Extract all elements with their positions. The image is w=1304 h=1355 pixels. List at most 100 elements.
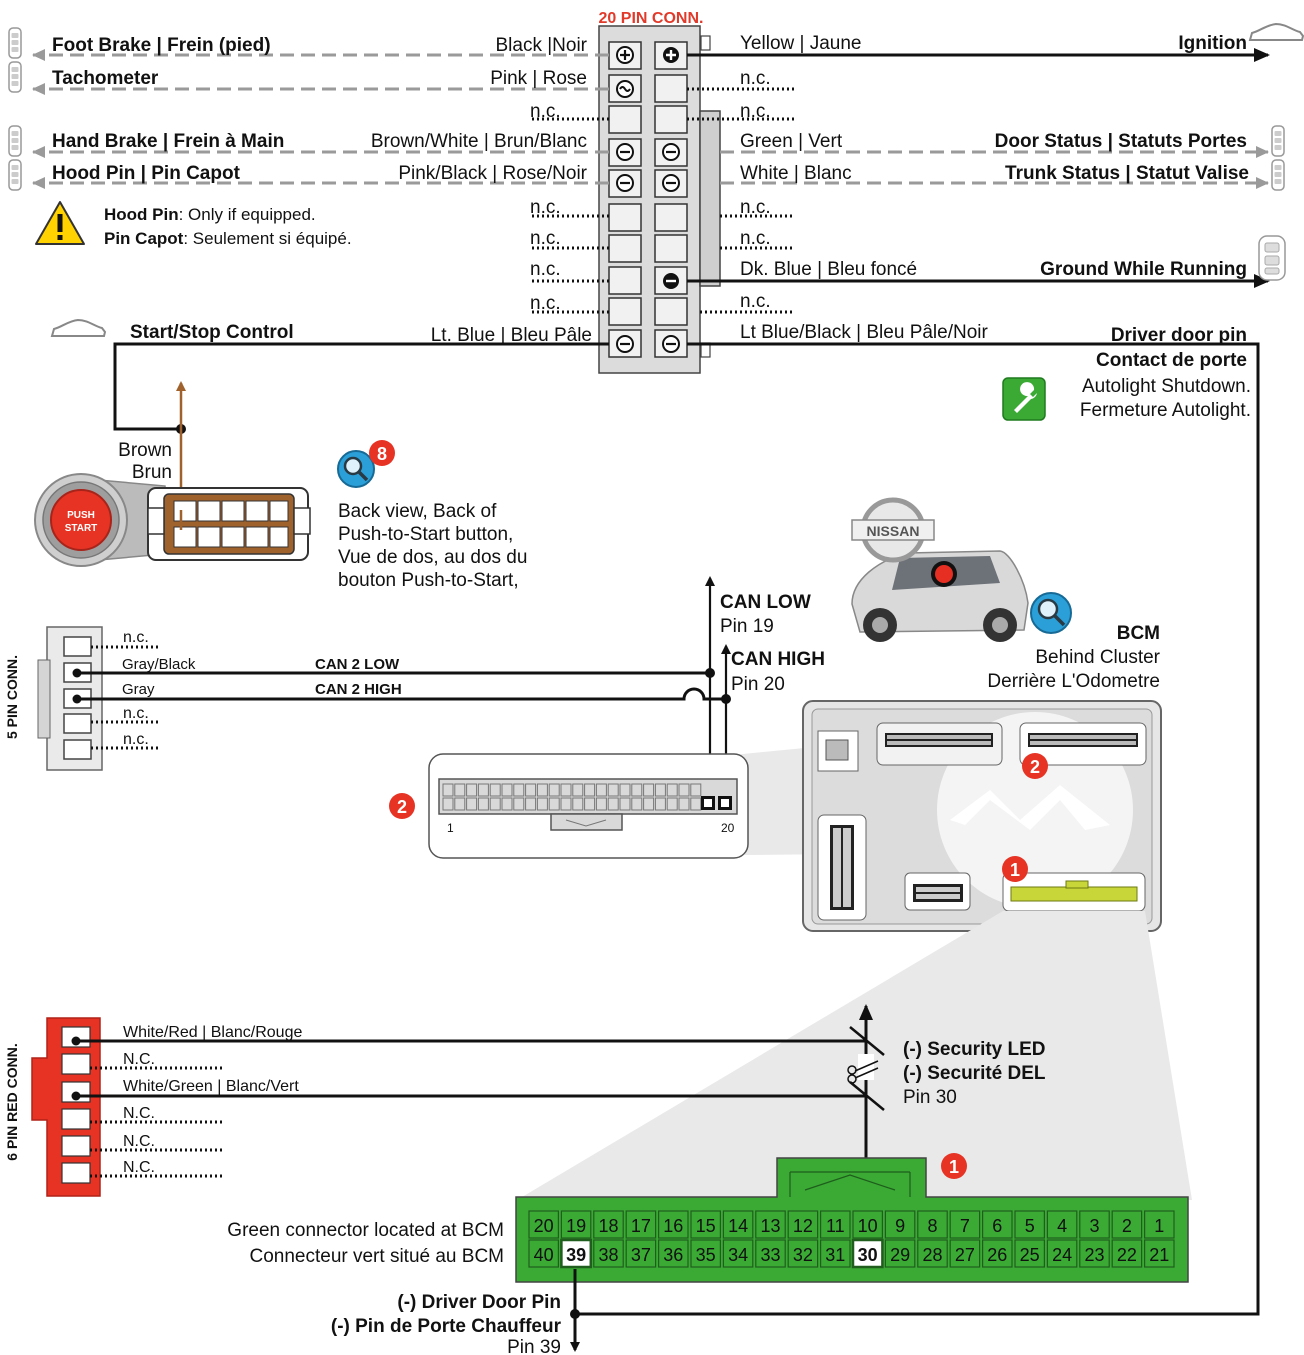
label-security-led: (-) Security LED <box>903 1039 1046 1060</box>
wire-driver-door <box>575 342 1260 1316</box>
green-pin-cell <box>1014 1239 1045 1268</box>
green-pin-label: 23 <box>1084 1245 1104 1265</box>
green-pin-label: 21 <box>1149 1245 1169 1265</box>
conn5-nc: n.c. <box>123 705 149 722</box>
label-contact-porte: Contact de porte <box>1096 350 1247 371</box>
green-pin-label: 4 <box>1057 1216 1067 1236</box>
label-brown-white: Brown/White | Brun/Blanc <box>371 131 587 152</box>
push-desc-2: Push-to-Start button, <box>338 524 513 545</box>
scissors-icon <box>847 1060 879 1084</box>
label-nc: n.c. <box>740 228 771 249</box>
conn5-nc: n.c. <box>123 731 149 748</box>
green-pin-label: 36 <box>663 1245 683 1265</box>
conn2-pin-first: 1 <box>447 821 454 835</box>
green-pin-cell <box>787 1210 819 1239</box>
wire-start-stop <box>113 342 609 431</box>
green-pin-cell <box>787 1239 819 1268</box>
green-pin-cell <box>884 1210 916 1239</box>
green-pin-label: 22 <box>1117 1245 1137 1265</box>
label-hand-brake: Hand Brake | Frein à Main <box>52 131 284 152</box>
badge-2 <box>389 793 415 819</box>
green-pin-cell <box>981 1239 1013 1268</box>
green-pin-cell <box>1046 1239 1078 1268</box>
nissan-logo: NISSAN <box>851 497 935 563</box>
label-pin39: Pin 39 <box>507 1337 561 1355</box>
green-pin-label: 20 <box>534 1216 554 1236</box>
label-brun: Brun <box>132 462 172 483</box>
push-desc-4: bouton Push-to-Start, <box>338 570 519 591</box>
green-pin-label: 27 <box>955 1245 975 1265</box>
label-hood-pin: Hood Pin | Pin Capot <box>52 163 241 184</box>
label-nc: n.c. <box>530 293 561 314</box>
green-pin-cell <box>949 1210 981 1239</box>
conn20-title: 20 PIN CONN. <box>599 10 704 27</box>
green-pin-cell <box>884 1239 916 1268</box>
conn5-nc: n.c. <box>123 629 149 646</box>
conn6-nc: N.C. <box>123 1133 155 1150</box>
label-nc: n.c. <box>740 101 771 122</box>
green-pin-cell <box>657 1210 689 1239</box>
green-pin-label: 3 <box>1089 1216 1099 1236</box>
green-pin-label: 18 <box>598 1216 618 1236</box>
bcm-sub2: Derrière L'Odometre <box>987 671 1160 692</box>
badge-2-text: 2 <box>1030 757 1040 777</box>
badge-1-text: 1 <box>1010 860 1020 880</box>
green-pin-cell <box>755 1239 786 1268</box>
green-pin-label: 31 <box>825 1245 845 1265</box>
push-start-button: PUSH START <box>34 473 166 567</box>
car-icon <box>51 319 106 337</box>
green-pin-label: 16 <box>663 1216 683 1236</box>
badge-1-text: 1 <box>949 1157 959 1177</box>
conn6-nc: N.C. <box>123 1051 155 1068</box>
label-can2-low: CAN 2 LOW <box>315 656 400 673</box>
green-pin-cell <box>1014 1210 1045 1239</box>
green-label-2: Connecteur vert situé au BCM <box>249 1246 504 1267</box>
green-pin-label: 29 <box>890 1245 910 1265</box>
label-white-red: White/Red | Blanc/Rouge <box>123 1024 302 1041</box>
green-pin-label: 2 <box>1122 1216 1132 1236</box>
green-pin-cell <box>1111 1210 1143 1239</box>
green-pin-label: 1 <box>1154 1216 1164 1236</box>
green-pin-label: 12 <box>793 1216 813 1236</box>
green-pin-label: 14 <box>728 1216 748 1236</box>
green-pin-label: 28 <box>922 1245 942 1265</box>
green-pin-label: 40 <box>534 1245 554 1265</box>
label-brown: Brown <box>118 440 172 461</box>
label-lt-blue: Lt. Blue | Bleu Pâle <box>431 325 592 346</box>
label-start-stop: Start/Stop Control <box>130 322 294 343</box>
badge-2-text: 2 <box>397 797 407 817</box>
green-pin-cell <box>819 1239 851 1268</box>
polarity-symbols <box>616 46 680 353</box>
label-gray: Gray <box>122 681 155 698</box>
label-white-green: White/Green | Blanc/Vert <box>123 1078 299 1095</box>
label-dk-blue: Dk. Blue | Bleu foncé <box>740 259 917 280</box>
label-securite-del: (-) Securité DEL <box>903 1063 1046 1084</box>
green-pin-label: 30 <box>858 1245 878 1265</box>
green-pin-cell <box>690 1239 721 1268</box>
green-pin-cell <box>1111 1239 1143 1268</box>
label-door-status: Door Status | Statuts Portes <box>995 131 1247 152</box>
button-start-text: START <box>65 523 98 534</box>
warning-hood-text: : Only if equipped. <box>179 205 316 224</box>
warning-icon <box>35 201 85 245</box>
green-pin-cell <box>1079 1239 1110 1268</box>
green-pin-cell <box>755 1210 786 1239</box>
label-pin19: Pin 19 <box>720 616 774 637</box>
remote-icon <box>1258 235 1286 281</box>
conn6-nc: N.C. <box>123 1105 155 1122</box>
green-pin-cell <box>560 1210 592 1239</box>
label-pink-black: Pink/Black | Rose/Noir <box>398 163 587 184</box>
remote-icon <box>1271 159 1285 191</box>
push-desc-3: Vue de dos, au dos du <box>338 547 527 568</box>
green-pin-cell <box>949 1239 981 1268</box>
green-pin-cell <box>981 1210 1013 1239</box>
label-nc: n.c. <box>740 68 771 89</box>
bcm-module <box>802 700 1162 932</box>
label-autolight1: Autolight Shutdown. <box>1082 376 1251 397</box>
green-pin-label: 25 <box>1020 1245 1040 1265</box>
badge-8-text: 8 <box>377 444 387 464</box>
green-pin-label: 10 <box>858 1216 878 1236</box>
label-nc: n.c. <box>740 197 771 218</box>
green-pin-cell <box>852 1210 883 1239</box>
